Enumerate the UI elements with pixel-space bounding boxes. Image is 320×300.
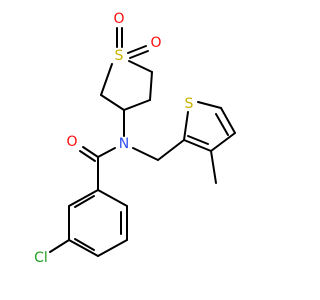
bond-thio-c2-s <box>183 111 189 141</box>
bond-benzene-inner-2 <box>74 238 95 251</box>
bond-thio-c3-c2 <box>183 139 212 152</box>
bond-n-carbonyl <box>97 147 116 158</box>
bond-ring-ch2-ch <box>123 99 151 111</box>
atom-o-sulfone-top: O <box>113 11 124 27</box>
bond-ring-ch-ch2 <box>100 94 125 111</box>
bond-benzene-4 <box>68 239 99 257</box>
bond-benzene-3 <box>97 239 128 257</box>
atom-s-sulfone: S <box>115 48 124 64</box>
bond-c-o-a <box>82 146 99 158</box>
atom-o-carbonyl: O <box>66 134 77 150</box>
bond-n-ch2 <box>132 147 159 161</box>
bond-methyl <box>210 150 217 184</box>
bond-thio-c5-c4 <box>220 107 236 134</box>
atom-n-amide: N <box>119 136 129 152</box>
bond-thio-s-c5 <box>197 101 222 109</box>
bond-s-ch2-right <box>128 60 153 73</box>
bond-ring-ch2-ch2 <box>149 71 153 101</box>
bond-ring-ch2-s <box>100 63 113 96</box>
bond-s-o2-a <box>127 45 147 54</box>
bond-s-o2-b <box>129 50 149 59</box>
atom-o-sulfone-right: O <box>150 35 161 51</box>
molecule-structure: O O S N O S Cl <box>34 11 236 266</box>
bond-benzene-1 <box>97 189 128 207</box>
bond-ch2-thiophene <box>157 139 185 161</box>
bond-c-o-b <box>79 150 96 162</box>
bond-thio-c3-c2-inner <box>187 135 209 145</box>
atom-s-thiophene: S <box>185 96 194 112</box>
bond-benzene-6 <box>68 189 99 207</box>
bond-c-cl <box>49 239 70 253</box>
bond-thio-c4-c3 <box>210 132 236 152</box>
atom-cl: Cl <box>34 250 48 266</box>
bond-thio-c5-c4-inner <box>215 113 229 136</box>
bond-benzene-inner-3 <box>74 195 95 208</box>
